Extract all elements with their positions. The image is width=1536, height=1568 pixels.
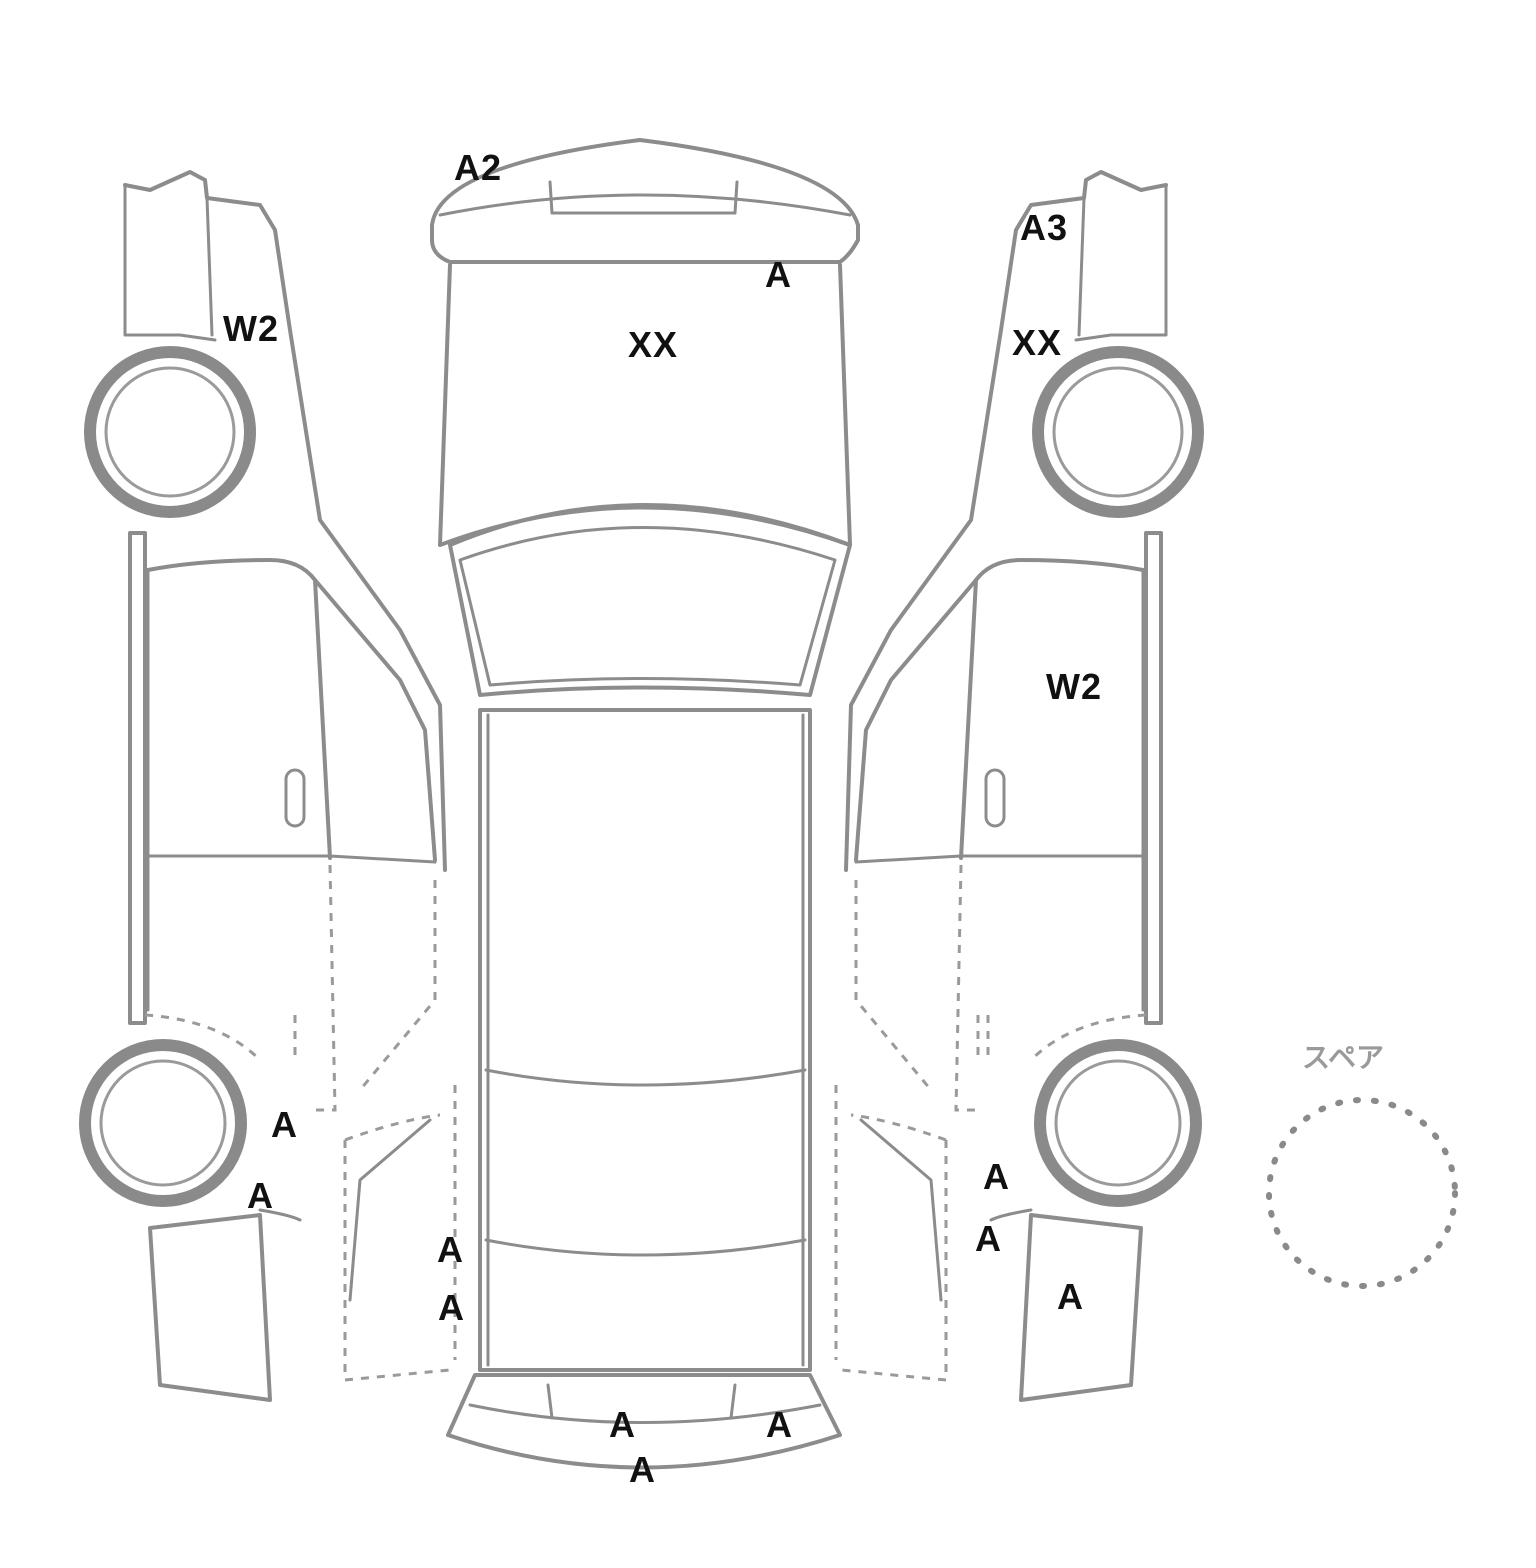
damage-mark: A (1057, 1276, 1084, 1317)
damage-mark: XX (628, 324, 679, 365)
damage-mark: A3 (1020, 207, 1069, 248)
door-handle-right (984, 768, 1006, 828)
front-left-tire (84, 346, 256, 518)
door-handle-left (284, 768, 306, 828)
top-view (430, 138, 860, 1470)
left-side-view (79, 170, 457, 1402)
damage-mark: A (975, 1218, 1002, 1259)
damage-mark: A (271, 1104, 298, 1145)
rear-left-tire (79, 1039, 247, 1207)
damage-mark: A (609, 1404, 636, 1445)
damage-mark: XX (1012, 322, 1063, 363)
damage-mark: A2 (454, 147, 503, 188)
damage-mark: A (629, 1449, 656, 1490)
rear-right-tire (1034, 1039, 1202, 1207)
damage-mark: A (438, 1287, 465, 1328)
damage-mark: A (766, 1404, 793, 1445)
damage-mark: W2 (1046, 666, 1102, 707)
damage-mark: A (247, 1175, 274, 1216)
spare-tire-label: スペア (1302, 1041, 1385, 1074)
spare-tire-icon (1266, 1097, 1458, 1289)
right-side-view (834, 170, 1204, 1402)
front-right-tire (1032, 346, 1204, 518)
damage-mark: A (765, 254, 792, 295)
damage-mark: A (437, 1229, 464, 1270)
damage-mark: A (983, 1156, 1010, 1197)
damage-mark: W2 (223, 308, 279, 349)
